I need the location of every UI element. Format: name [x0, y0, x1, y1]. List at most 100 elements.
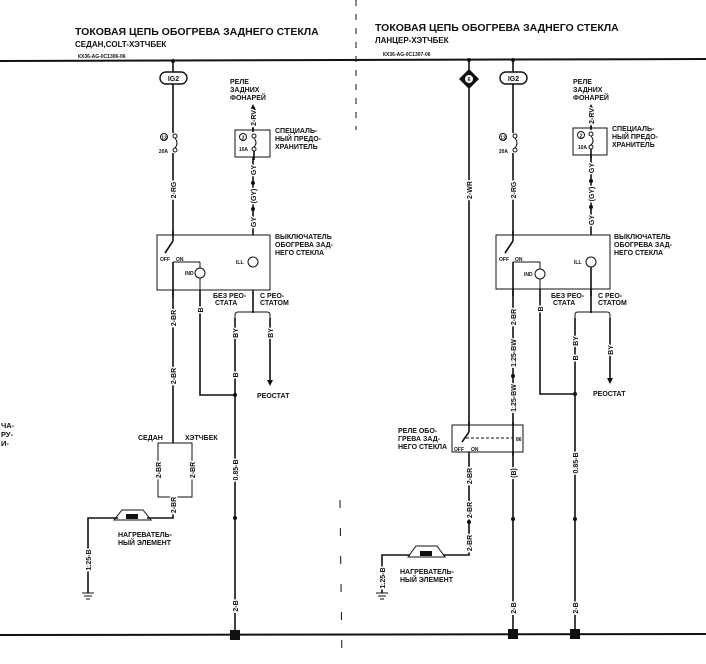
- right-special-fuse-label: СПЕЦИАЛЬ-: [612, 126, 655, 133]
- svg-text:2-B: 2-B: [573, 602, 580, 613]
- svg-text:ILL: ILL: [574, 260, 582, 266]
- right-fuse-13: 13 20A: [499, 133, 518, 155]
- left-special-fuse-label: СПЕЦИАЛЬ-: [275, 128, 318, 135]
- left-title: ТОКОВАЯ ЦЕПЬ ОБОГРЕВА ЗАДНЕГО СТЕКЛА: [75, 26, 319, 38]
- svg-text:0.85-B: 0.85-B: [573, 452, 580, 473]
- svg-text:2: 2: [580, 134, 583, 140]
- svg-text:0.85-B: 0.85-B: [233, 459, 240, 480]
- left-no-rheostat-label: БЕЗ РЕО-: [213, 293, 247, 300]
- left-switch-label: ВЫКЛЮЧАТЕЛЬ: [275, 234, 332, 241]
- svg-text:ХРАНИТЕЛЬ: ХРАНИТЕЛЬ: [612, 142, 655, 149]
- svg-text:2-BR: 2-BR: [467, 468, 474, 484]
- left-ground-point-icon: [230, 630, 240, 640]
- svg-text:IG2: IG2: [168, 76, 179, 83]
- svg-text:НЫЙ ЭЛЕМЕНТ: НЫЙ ЭЛЕМЕНТ: [400, 575, 454, 584]
- svg-text:ON: ON: [515, 257, 523, 263]
- left-diagram-code: КХ36-АG-0С1306-06: [78, 54, 126, 60]
- left-chassis-ground-icon: [82, 592, 94, 600]
- left-fragment-line-1: ЧА-: [1, 421, 15, 430]
- svg-text:13: 13: [161, 136, 167, 142]
- svg-text:2-RG: 2-RG: [171, 181, 178, 198]
- svg-text:СТАТОМ: СТАТОМ: [260, 300, 289, 307]
- left-fragment-text: ЧА- РУ- И-: [1, 421, 15, 448]
- svg-text:(GY): (GY): [589, 187, 596, 202]
- svg-text:OFF: OFF: [499, 257, 509, 263]
- svg-text:2: 2: [242, 136, 245, 142]
- svg-text:ОБОГРЕВА ЗАД-: ОБОГРЕВА ЗАД-: [614, 242, 673, 249]
- svg-text:ЗАДНИХ: ЗАДНИХ: [573, 87, 603, 94]
- svg-text:2-BR: 2-BR: [171, 497, 178, 513]
- svg-text:OFF: OFF: [160, 257, 170, 263]
- right-special-fuse: 2 10A: [572, 126, 608, 158]
- right-switch-label: ВЫКЛЮЧАТЕЛЬ: [614, 234, 671, 241]
- svg-text:(GY): (GY): [251, 189, 258, 204]
- svg-text:BY: BY: [573, 336, 580, 346]
- svg-text:2-BR: 2-BR: [156, 462, 163, 478]
- svg-text:GY: GY: [589, 163, 596, 173]
- left-subtitle: СЕДАН,COLT-ХЭТЧБЕК: [75, 40, 166, 49]
- bottom-ground-bus: [0, 633, 706, 636]
- left-wire-labels: 2-RV GY (GY) GY 2-RG 2-BR B BY BY B 2-BR…: [85, 108, 277, 613]
- svg-text:IND: IND: [185, 271, 194, 277]
- left-fuse-13: 13 20A: [159, 133, 178, 155]
- svg-text:2-B: 2-B: [233, 600, 240, 611]
- right-ground-point-a-icon: [508, 629, 518, 639]
- left-tail-relay-label: РЕЛЕ: [230, 79, 249, 86]
- svg-text:ОБОГРЕВА ЗАД-: ОБОГРЕВА ЗАД-: [275, 242, 334, 249]
- left-panel: ТОКОВАЯ ЦЕПЬ ОБОГРЕВА ЗАДНЕГО СТЕКЛА СЕД…: [1, 26, 334, 640]
- svg-text:B: B: [573, 355, 580, 360]
- right-rheostat-label: РЕОСТАТ: [593, 391, 626, 398]
- svg-text:BY: BY: [233, 328, 240, 338]
- left-with-rheostat-label: С РЕО-: [260, 293, 285, 300]
- right-wire-labels: 2-WR 2-RV GY (GY) GY 2-RG 2-BR B BY BY B…: [379, 106, 617, 615]
- right-no-rheostat-label: БЕЗ РЕО-: [551, 293, 585, 300]
- svg-text:6: 6: [468, 77, 471, 83]
- svg-text:СТАТА: СТАТА: [553, 300, 575, 307]
- svg-text:20A: 20A: [499, 149, 509, 155]
- right-diamond-connector: 6: [459, 69, 479, 89]
- svg-text:СТАТА: СТАТА: [215, 300, 237, 307]
- right-tail-relay-label: РЕЛЕ: [573, 79, 592, 86]
- left-fragment-line-3: И-: [1, 439, 9, 448]
- svg-text:20A: 20A: [159, 149, 169, 155]
- right-with-rheostat-label: С РЕО-: [598, 293, 623, 300]
- left-rheostat-label: РЕОСТАТ: [257, 393, 290, 400]
- svg-text:B: B: [233, 372, 240, 377]
- svg-text:1.25-BW: 1.25-BW: [511, 384, 518, 412]
- svg-text:1.25-B: 1.25-B: [380, 567, 387, 588]
- svg-text:2-RG: 2-RG: [511, 181, 518, 198]
- right-ig2-connector: IG2: [499, 71, 528, 85]
- svg-text:НЫЙ ПРЕДО-: НЫЙ ПРЕДО-: [612, 132, 659, 141]
- svg-text:СТАТОМ: СТАТОМ: [598, 300, 627, 307]
- svg-text:ON: ON: [471, 447, 479, 453]
- right-arrow-up-icon: [588, 104, 594, 110]
- svg-text:2-WR: 2-WR: [467, 181, 474, 199]
- right-title: ТОКОВАЯ ЦЕПЬ ОБОГРЕВА ЗАДНЕГО СТЕКЛА: [375, 22, 619, 34]
- svg-text:2-BR: 2-BR: [511, 309, 518, 325]
- svg-text:86: 86: [516, 437, 522, 443]
- right-subtitle: ЛАНЦЕР-ХЭТЧБЕК: [375, 36, 449, 45]
- top-power-bus: [0, 58, 706, 62]
- svg-text:ХРАНИТЕЛЬ: ХРАНИТЕЛЬ: [275, 144, 318, 151]
- right-arrow-down-icon: [607, 378, 613, 384]
- svg-text:НЕГО СТЕКЛА: НЕГО СТЕКЛА: [614, 250, 663, 257]
- svg-text:IND: IND: [524, 272, 533, 278]
- right-diagram-code: КХ36-АG-0С1307-06: [383, 52, 431, 58]
- svg-text:10A: 10A: [239, 147, 249, 153]
- svg-text:2-RV: 2-RV: [251, 110, 258, 126]
- svg-text:ФОНАРЕЙ: ФОНАРЕЙ: [230, 93, 266, 102]
- svg-text:10A: 10A: [578, 145, 588, 151]
- left-sedan-label: СЕДАН: [138, 435, 163, 442]
- svg-text:13: 13: [500, 136, 506, 142]
- svg-text:НЕГО СТЕКЛА: НЕГО СТЕКЛА: [398, 444, 447, 451]
- svg-text:(B): (B): [511, 468, 518, 478]
- left-defogger-switch: OFF ON IND ILL: [156, 231, 271, 297]
- svg-text:2-B: 2-B: [511, 602, 518, 613]
- svg-text:B: B: [538, 306, 545, 311]
- svg-text:GY: GY: [251, 165, 258, 175]
- svg-text:IG2: IG2: [508, 76, 519, 83]
- svg-text:OFF: OFF: [454, 447, 464, 453]
- svg-text:НЫЙ ПРЕДО-: НЫЙ ПРЕДО-: [275, 134, 322, 143]
- right-defogger-relay: OFF ON 86: [451, 422, 524, 456]
